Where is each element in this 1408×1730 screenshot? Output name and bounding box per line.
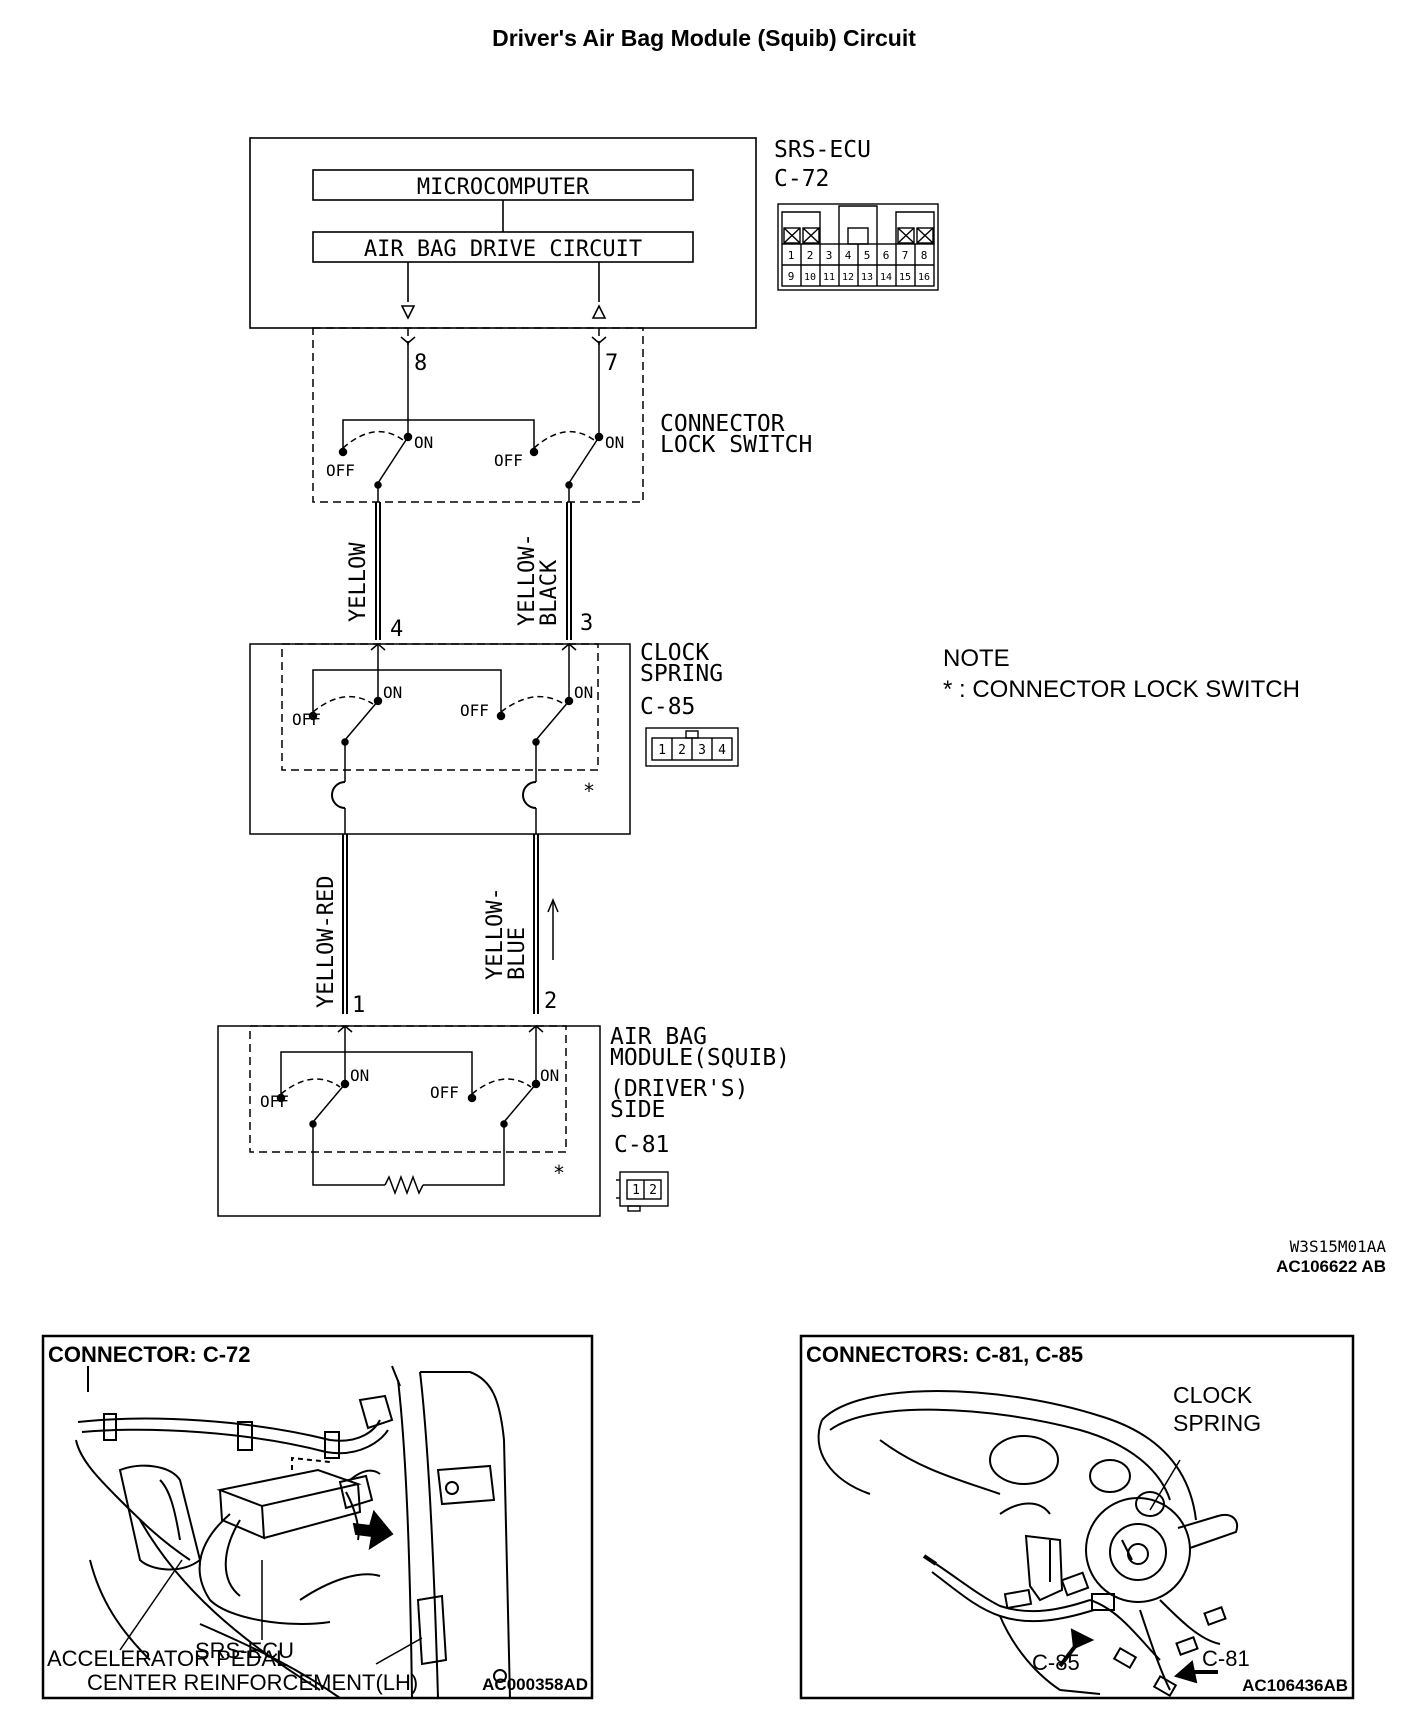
c85-pin-1: 1 [658, 743, 666, 758]
microcomputer-label: MICROCOMPUTER [417, 175, 590, 200]
squib-pin-2-label: 2 [544, 989, 557, 1014]
squib-on-left: ON [350, 1066, 369, 1085]
c72-pin-9: 9 [788, 270, 795, 283]
c85-connector-face [645, 727, 739, 767]
c72-pin-13: 13 [861, 272, 873, 283]
c72-pin-16: 16 [918, 272, 930, 283]
clock-spring-label-1: CLOCK [640, 640, 709, 666]
drawing-code-1: W3S15M01AA [1290, 1237, 1387, 1256]
panel-c81-c85-title: CONNECTORS: C-81, C-85 [806, 1342, 1083, 1367]
air-bag-drive-circuit-label: AIR BAG DRIVE CIRCUIT [364, 237, 642, 262]
srs-ecu-label: SRS-ECU [774, 137, 871, 163]
c72-connector-face [777, 203, 939, 291]
squib-off-left: OFF [260, 1092, 289, 1111]
c85-pin-2: 2 [678, 743, 686, 758]
ecu-pin-8-label: 8 [414, 351, 427, 376]
air-bag-module-connector-label: C-81 [614, 1132, 669, 1158]
squib-on-right: ON [540, 1066, 559, 1085]
wire-yellow-blue-label-1: YELLOW- [483, 887, 508, 980]
clock-spring-connector-label: C-85 [640, 694, 695, 720]
squib-pin-1-label: 1 [352, 993, 365, 1018]
c72-pin-12: 12 [842, 272, 854, 283]
clock-spring-pin-3-label: 3 [580, 611, 593, 636]
lock-switch-on-right: ON [605, 433, 624, 452]
clock-spring-off-left: OFF [292, 710, 321, 729]
c72-pin-14: 14 [880, 272, 892, 283]
c72-pin-2: 2 [807, 249, 814, 262]
clock-spring-pin-4-label: 4 [390, 617, 403, 642]
squib-off-right: OFF [430, 1083, 459, 1102]
c72-pin-10: 10 [804, 272, 816, 283]
c72-pin-4: 4 [845, 249, 852, 262]
clock-spring-on-left: ON [383, 683, 402, 702]
c81-connector-face [616, 1171, 669, 1212]
panel-connector-c72: CONNECTOR: C-72 [41, 1334, 594, 1700]
connector-lock-switch-ecu [312, 327, 644, 503]
wires-clock-spring-to-squib [342, 834, 559, 1014]
c72-pin-5: 5 [864, 249, 871, 262]
clock-spring-block [249, 643, 631, 835]
c72-pin-3: 3 [826, 249, 833, 262]
c72-pin-1: 1 [788, 249, 795, 262]
panel-c72-title: CONNECTOR: C-72 [48, 1342, 251, 1367]
panel-c81-c85-label-spring: SPRING [1173, 1410, 1261, 1436]
c85-pin-numbers: 1 2 3 4 [658, 743, 726, 758]
c72-pin-15: 15 [899, 272, 911, 283]
lock-switch-off-left: OFF [326, 461, 355, 480]
c72-pin-numbers: 1 2 3 4 5 6 7 8 9 10 11 12 13 14 15 16 [788, 249, 930, 283]
air-bag-module-block [217, 1025, 601, 1217]
lock-switch-off-right: OFF [494, 451, 523, 470]
page-title: Driver's Air Bag Module (Squib) Circuit [492, 25, 916, 51]
note-heading: NOTE [943, 645, 1010, 672]
c85-pin-3: 3 [698, 743, 706, 758]
connector-lock-switch-label-2: LOCK SWITCH [660, 432, 812, 458]
c72-location-illustration [75, 1365, 511, 1699]
air-bag-module-label-4: SIDE [610, 1097, 665, 1123]
c72-pin-11: 11 [823, 272, 835, 283]
wire-yellow-black-label-2: BLACK [537, 559, 562, 626]
wire-yellow-black-label-1: YELLOW- [515, 533, 540, 626]
air-bag-module-label-3: (DRIVER'S) [610, 1076, 748, 1102]
panel-c81-c85-label-clock: CLOCK [1173, 1382, 1253, 1408]
lock-switch-on-left: ON [414, 433, 433, 452]
clock-spring-on-right: ON [574, 683, 593, 702]
c81-pin-2: 2 [649, 1183, 657, 1198]
air-bag-module-label-1: AIR BAG [610, 1024, 707, 1050]
ecu-pin-7-label: 7 [605, 351, 618, 376]
panel-c81-c85-label-c85: C-85 [1032, 1650, 1080, 1675]
air-bag-module-label-2: MODULE(SQUIB) [610, 1045, 790, 1071]
connector-lock-switch-label-1: CONNECTOR [660, 411, 785, 437]
squib-star: * [553, 1161, 565, 1185]
panel-c81-c85-code: AC106436AB [1242, 1676, 1348, 1695]
panel-c72-label-center-reinforcement: CENTER REINFORCEMENT(LH) [87, 1670, 418, 1695]
wire-yellow-label: YELLOW [346, 542, 371, 622]
panel-c72-label-srs-ecu: SRS-ECU [195, 1638, 294, 1663]
c81-pin-numbers: 1 2 [632, 1183, 657, 1198]
wire-yellow-red-label: YELLOW-RED [314, 876, 339, 1008]
srs-ecu-block [249, 137, 757, 329]
clock-spring-label-2: SPRING [640, 661, 723, 687]
drawing-code-2: AC106622 AB [1276, 1257, 1386, 1276]
c72-pin-8: 8 [921, 249, 928, 262]
wires-ecu-to-clock-spring [375, 502, 572, 640]
note-text: * : CONNECTOR LOCK SWITCH [943, 676, 1300, 703]
wire-yellow-blue-label-2: BLUE [505, 927, 530, 980]
c85-pin-4: 4 [718, 743, 726, 758]
panel-c72-label-accelerator-pedal: ACCELERATOR PEDAL [47, 1646, 288, 1671]
panel-connectors-c81-c85: CONNECTORS: C-81, C-85 [799, 1334, 1355, 1700]
srs-ecu-connector-label: C-72 [774, 166, 829, 192]
clock-spring-off-right: OFF [460, 701, 489, 720]
c81-pin-1: 1 [632, 1183, 640, 1198]
panel-c72-code: AC000358AD [482, 1675, 588, 1694]
c81-c85-location-illustration [817, 1390, 1238, 1698]
clock-spring-star: * [583, 779, 595, 803]
panel-c81-c85-label-c81: C-81 [1202, 1646, 1250, 1671]
c72-pin-7: 7 [902, 249, 909, 262]
c72-pin-6: 6 [883, 249, 890, 262]
